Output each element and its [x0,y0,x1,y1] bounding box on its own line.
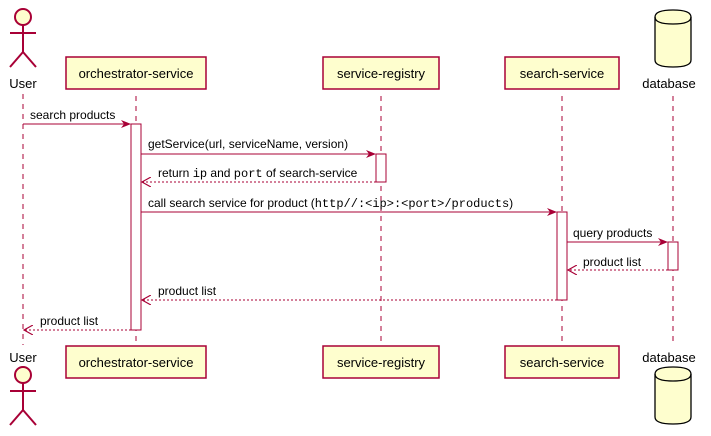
actor-user-top [9,8,37,68]
participant-label-user-bottom: User [9,350,37,365]
participant-registry-bottom: service-registry [322,345,440,379]
message-label-2: getService(url, serviceName, version) [148,137,348,151]
participant-label-orchestrator-top: orchestrator-service [79,66,194,81]
message-4: call search service for product (http//:… [141,196,557,216]
message-2: getService(url, serviceName, version) [141,137,376,158]
message-label-8: product list [40,314,99,328]
participant-label-orchestrator-bottom: orchestrator-service [79,355,194,370]
activations [130,123,679,331]
participant-label-search-top: search-service [520,66,605,81]
message-label-4: call search service for product (http//:… [148,196,513,211]
participant-registry-top: service-registry [322,56,440,90]
database-top: database [642,9,696,91]
participant-label-database-bottom: database [642,350,696,365]
actor-head-icon [14,366,32,384]
participant-orchestrator-bottom: orchestrator-service [65,345,207,379]
message-label-5: query products [573,226,652,240]
message-6: product list [568,255,668,270]
participant-label-registry-top: service-registry [337,66,426,81]
message-label-6: product list [583,255,642,269]
actor-head-icon [14,8,32,26]
actor-user-bottom [9,366,37,426]
activation-search [556,211,568,301]
participant-search-top: search-service [504,56,620,90]
participant-label-registry-bottom: service-registry [337,355,426,370]
database-icon [654,9,692,68]
message-1: search products [23,108,131,128]
participant-search-bottom: search-service [504,345,620,379]
lifelines [22,94,674,345]
database-bottom: database [642,350,696,425]
activation-registry [375,153,387,183]
message-label-7: product list [158,284,217,298]
participant-label-database-top: database [642,76,696,91]
message-7: product list [142,284,557,300]
participant-label-user-top: User [9,76,37,91]
database-icon [654,366,692,425]
message-3: return ip and port of search-service [142,166,376,182]
message-label-3: return ip and port of search-service [158,166,358,181]
message-5: query products [567,226,668,246]
participant-orchestrator-top: orchestrator-service [65,56,207,90]
message-label-1: search products [30,108,115,122]
message-8: product list [24,314,131,330]
activation-database [667,241,679,271]
participant-label-search-bottom: search-service [520,355,605,370]
activation-orchestrator [130,123,142,331]
